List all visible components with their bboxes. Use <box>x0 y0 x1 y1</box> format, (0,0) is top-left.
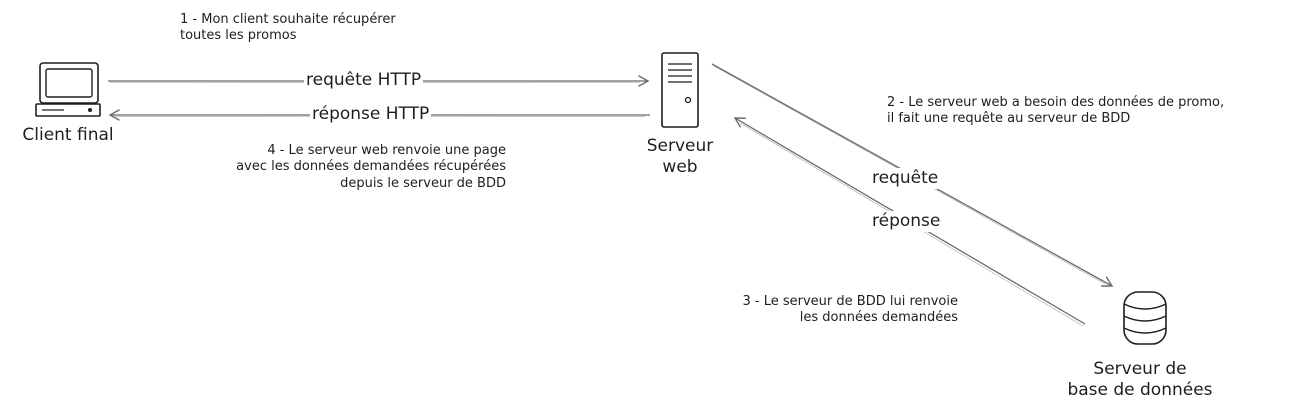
step4-note: 4 - Le serveur web renvoie une page avec… <box>150 143 506 192</box>
db-server-label-line1: Serveur de <box>1093 359 1187 379</box>
step1-note: 1 - Mon client souhaite récupérer toutes… <box>180 12 396 45</box>
computer-icon <box>35 62 101 117</box>
db-response-label: réponse <box>870 211 943 233</box>
server-icon <box>661 52 699 128</box>
web-server-label: Serveur web <box>630 136 730 179</box>
http-response-label: réponse HTTP <box>310 104 432 126</box>
step3-note: 3 - Le serveur de BDD lui renvoie les do… <box>640 294 959 327</box>
db-server-label-line2: base de données <box>1067 380 1213 401</box>
web-server-label-line2: web <box>662 157 698 178</box>
database-icon <box>1123 291 1167 345</box>
step2-line2: il fait une requête au serveur de BDD <box>887 111 1131 127</box>
step3-line1: 3 - Le serveur de BDD lui renvoie <box>742 294 959 309</box>
db-request-label: requête <box>870 168 941 190</box>
http-request-label: requête HTTP <box>304 70 424 92</box>
step1-line1: 1 - Mon client souhaite récupérer <box>180 12 396 27</box>
step3-line2: les données demandées <box>799 310 958 326</box>
step2-line1: 2 - Le serveur web a besoin des données … <box>887 95 1225 110</box>
step4-line2: avec les données demandées récupérées <box>236 159 506 175</box>
web-server-label-line1: Serveur <box>646 136 714 156</box>
step2-note: 2 - Le serveur web a besoin des données … <box>887 95 1224 128</box>
step1-line2: toutes les promos <box>180 28 297 44</box>
step4-line3: depuis le serveur de BDD <box>340 175 506 191</box>
step4-line1: 4 - Le serveur web renvoie une page <box>267 143 506 158</box>
db-server-label: Serveur de base de données <box>1060 359 1220 402</box>
client-label: Client final <box>22 125 114 145</box>
